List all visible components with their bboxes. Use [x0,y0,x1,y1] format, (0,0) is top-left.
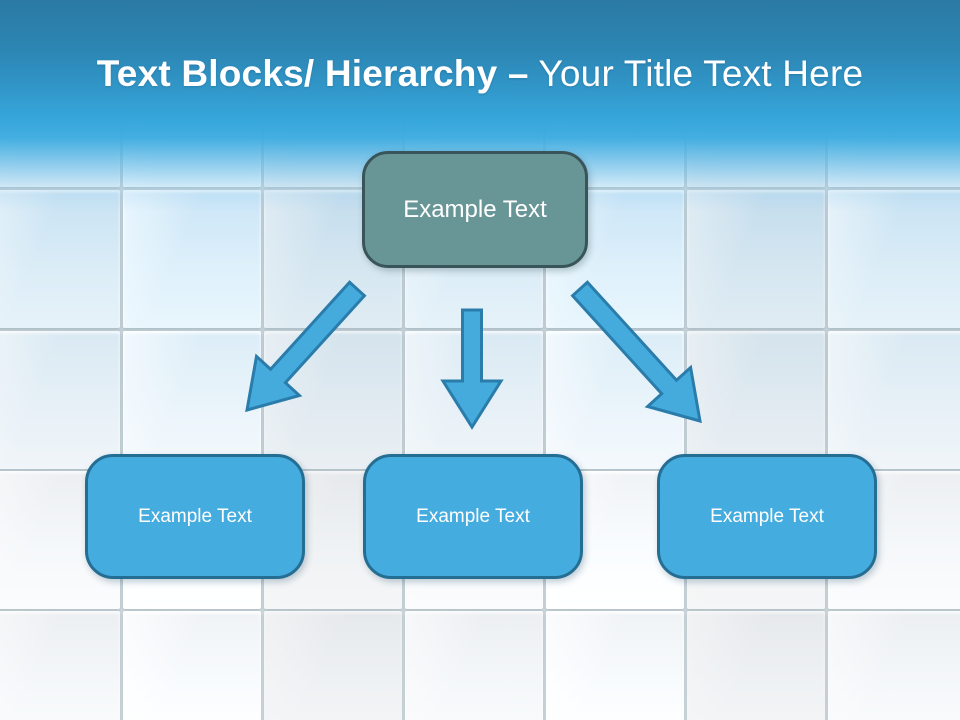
wall-tile [828,611,960,720]
arrow-root-to-left-child[interactable] [245,280,367,413]
wall-tile [828,331,960,469]
wall-tile [828,190,960,328]
wall-tile [405,611,543,720]
arrow-root-to-middle-child[interactable] [440,308,504,430]
wall-tile [0,611,120,720]
wall-tile [123,190,261,328]
slide-title-subtitle: Your Title Text Here [528,53,864,94]
root-text-block[interactable]: Example Text [362,151,588,268]
child-text-block-1-label: Example Text [138,505,252,527]
wall-tile [123,611,261,720]
root-text-block-label: Example Text [403,195,547,223]
wall-tile [264,611,402,720]
wall-tile [687,611,825,720]
wall-tile [123,331,261,469]
wall-tile [0,190,120,328]
slide-title[interactable]: Text Blocks/ Hierarchy – Your Title Text… [0,53,960,95]
child-text-block-2-label: Example Text [416,505,530,527]
wall-tile [687,190,825,328]
wall-tile [687,331,825,469]
child-text-block-1[interactable]: Example Text [85,454,305,579]
wall-tile [0,331,120,469]
slide-title-main: Text Blocks/ Hierarchy – [96,53,529,94]
wall-tile [546,611,684,720]
child-text-block-3[interactable]: Example Text [657,454,877,579]
arrow-root-to-right-child[interactable] [570,280,702,424]
child-text-block-2[interactable]: Example Text [363,454,583,579]
child-text-block-3-label: Example Text [710,505,824,527]
